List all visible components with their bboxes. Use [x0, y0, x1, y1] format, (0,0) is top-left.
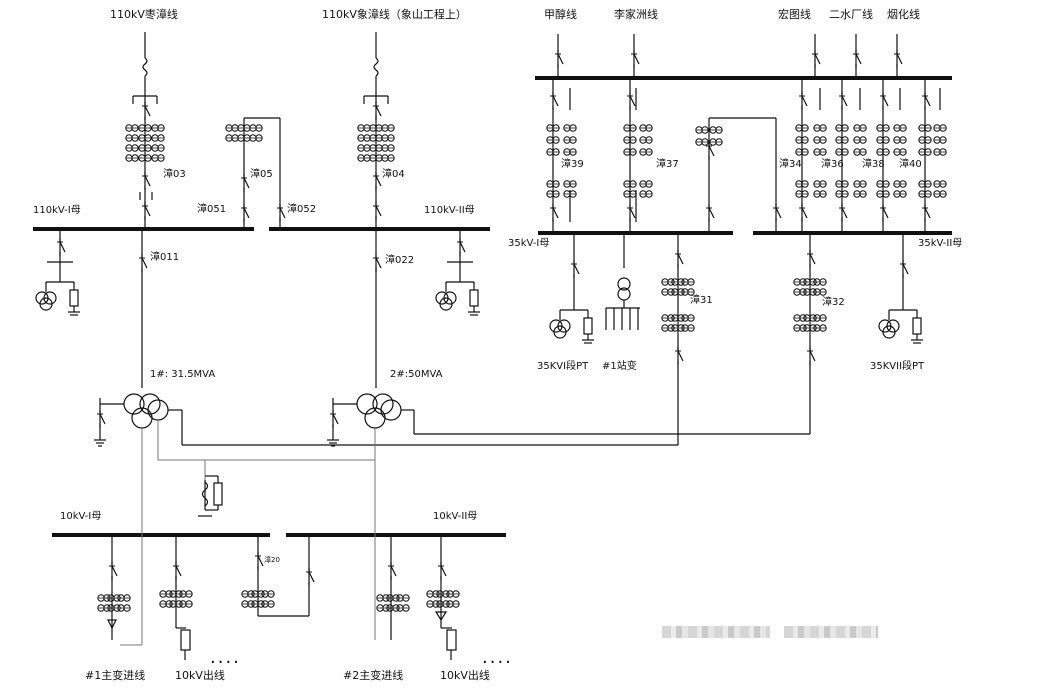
switch-label-04: 漳04 [382, 169, 405, 180]
bus-bars [33, 76, 952, 537]
switch-label-40: 漳40 [899, 159, 922, 170]
switch-label-052: 漳052 [287, 204, 317, 215]
pt-sets [35, 261, 924, 344]
label-station-transformer: #1站变 [602, 361, 637, 372]
switch-label-38: 漳38 [862, 159, 885, 170]
switch-label-36: 漳36 [821, 159, 844, 170]
bus-label-110-2: 110kV-II母 [424, 205, 475, 216]
line-label-yanhua: 烟化线 [887, 8, 920, 21]
line-label-xiangzhang: 110kV象漳线（象山工程上） [322, 8, 467, 21]
blurred-watermark-right [784, 626, 878, 638]
transformer-label-2: 2#:50MVA [390, 369, 443, 380]
blurred-watermark-left [662, 626, 770, 638]
label-pt35-1: 35KVI段PT [537, 361, 589, 372]
switch-label-34: 漳34 [779, 159, 802, 170]
line-label-jiachun: 甲醇线 [544, 8, 577, 21]
label-dots-1: ···· [210, 652, 241, 673]
switch-label-37: 漳37 [656, 159, 679, 170]
station-transformer [605, 277, 640, 330]
line-label-ershuichang: 二水厂线 [829, 8, 873, 21]
line-label-zaozhang: 110kV枣漳线 [110, 8, 178, 21]
switch-label-05: 漳05 [250, 169, 273, 180]
label-main-in-2: #2主变进线 [343, 669, 404, 682]
transformer-label-1: 1#: 31.5MVA [150, 369, 216, 380]
switch-label-022: 漳022 [385, 255, 415, 266]
switch-label-011: 漳011 [150, 252, 180, 263]
switch-label-20: 漳20 [264, 556, 280, 564]
label-out-10-1: 10kV出线 [175, 669, 225, 682]
label-dots-2: ···· [482, 652, 513, 673]
label-main-in-1: #1主变进线 [85, 669, 146, 682]
bus-label-35-2: 35kV-II母 [918, 238, 963, 249]
line-label-lijiazhou: 李家洲线 [614, 8, 658, 21]
switch-label-03: 漳03 [163, 169, 186, 180]
bus-label-10-2: 10kV-II母 [433, 511, 478, 522]
bus-label-110-1: 110kV-I母 [33, 205, 81, 216]
switch-label-31: 漳31 [690, 295, 713, 306]
switch-label-051: 漳051 [197, 204, 227, 215]
arc-suppression-coil [198, 475, 223, 517]
ct-groups [97, 124, 947, 612]
switch-label-32: 漳32 [822, 297, 845, 308]
line-label-hongtu: 宏图线 [778, 8, 811, 21]
label-pt35-2: 35KVII段PT [870, 361, 925, 372]
label-out-10-2: 10kV出线 [440, 669, 490, 682]
bus-label-35-1: 35kV-I母 [508, 238, 550, 249]
bus-label-10-1: 10kV-I母 [60, 511, 102, 522]
switch-label-39: 漳39 [561, 159, 584, 170]
